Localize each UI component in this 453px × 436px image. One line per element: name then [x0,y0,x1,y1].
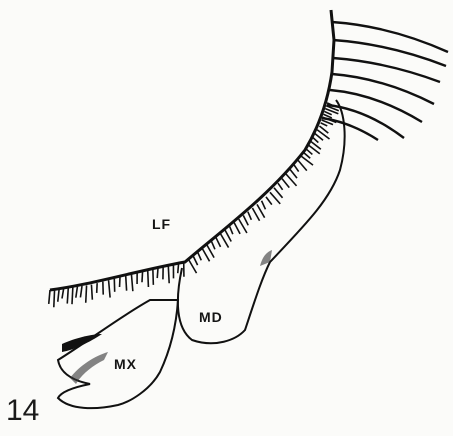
bristle [109,280,111,297]
bristle [278,183,283,190]
bristle [230,226,233,234]
long-setae-group [322,22,448,140]
lf-edge-line [50,10,334,290]
bristle [126,276,127,291]
bristle [252,208,259,221]
bristle [157,268,158,278]
bristle [72,287,73,304]
bristle-group [49,103,339,307]
long-seta [322,118,378,140]
bristle [142,271,143,282]
bristle [131,274,132,291]
bristle [80,286,82,297]
label-lf: LF [152,216,171,232]
long-seta [333,58,440,82]
bristle [266,197,272,205]
bristle [211,241,215,249]
bristle [178,263,179,273]
bristle [262,201,266,210]
bristle [298,160,307,170]
mx-fin [62,334,102,352]
label-mx: MX [114,356,137,372]
bristle [198,252,202,260]
figure-number: 14 [6,394,39,428]
bristle [315,133,323,140]
bristle [225,230,231,242]
bristle [248,212,252,220]
bristle [193,256,198,266]
bristle [202,248,209,261]
bristle [67,288,68,304]
bristle [49,290,50,304]
bristle [306,149,313,155]
bristle [294,165,299,172]
bristle [216,237,221,247]
bristle [324,111,331,114]
bristle [62,288,64,298]
bristle [234,223,240,234]
mx-outline [58,300,178,408]
bristle [168,266,169,284]
bristle [313,137,319,142]
bristle [76,287,78,298]
bristle [290,169,297,178]
bristle [54,289,55,307]
bristle [321,123,328,126]
bristle [91,285,92,300]
bristle [301,156,313,165]
bristle [148,270,149,287]
bristle [282,179,289,188]
bristle [86,285,87,302]
long-seta [332,74,434,104]
bristle [58,289,59,302]
bristle [243,215,248,225]
label-md: MD [199,309,223,325]
mx-shading [70,352,108,384]
bristle [303,152,310,158]
